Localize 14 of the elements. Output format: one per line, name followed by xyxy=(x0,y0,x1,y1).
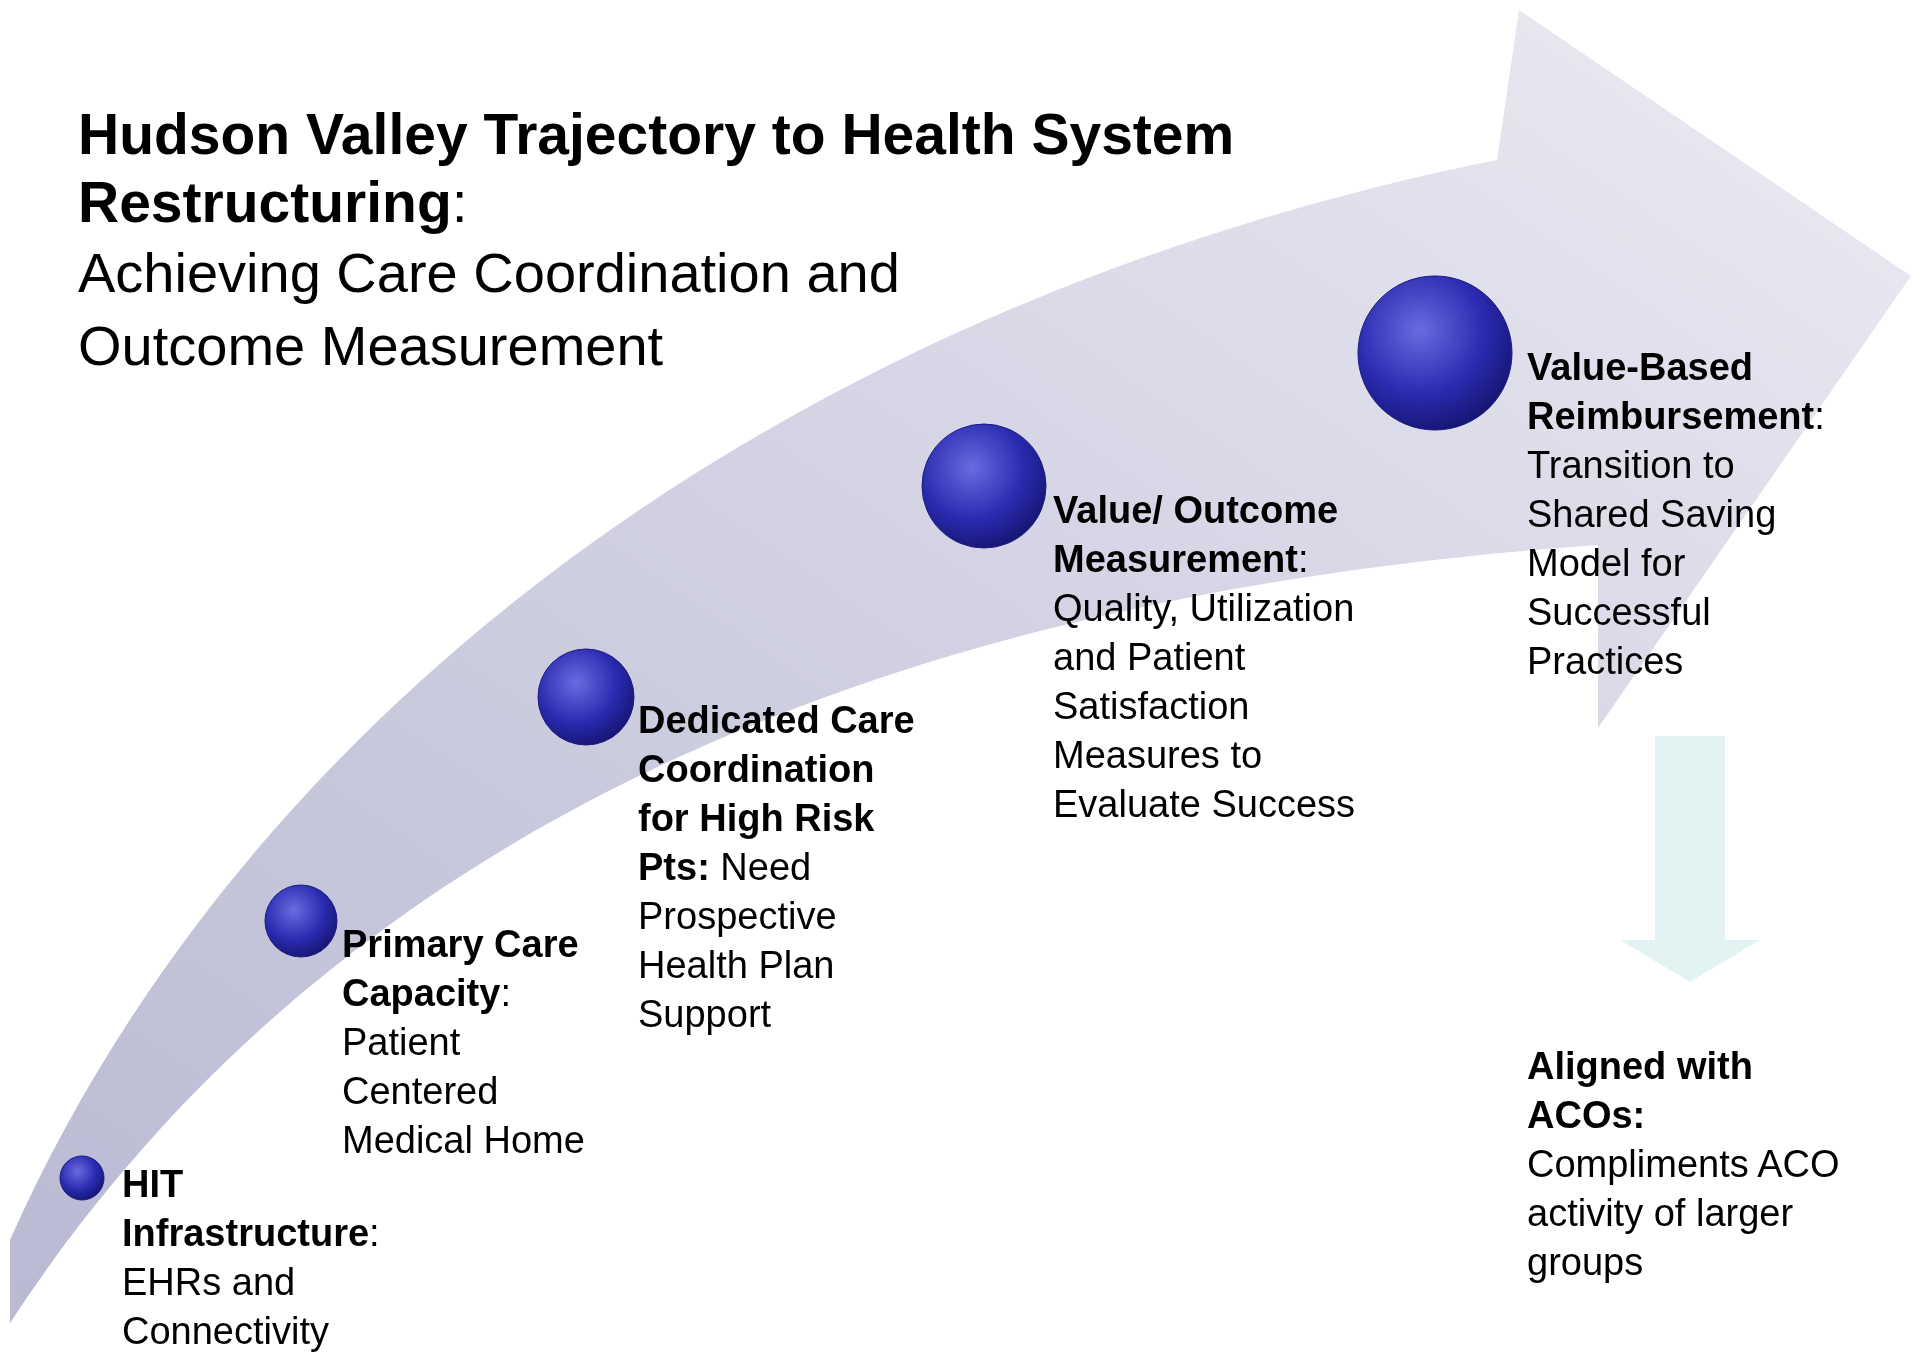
subtitle: Achieving Care Coordination and Outcome Measurement xyxy=(78,240,901,379)
step-text: Dedicated Care Coordination for High Risk Pts: Need Prospective Health Plan Support xyxy=(638,698,916,1037)
step-description: Quality, Utilization and Patient Satisfaction Measures to Evaluate Success xyxy=(1053,586,1357,827)
step-description: Compliments ACO activity of larger groups xyxy=(1527,1142,1841,1285)
step-text: Value/ Outcome Measurement: xyxy=(1053,488,1340,582)
step-text: Primary Care Capacity: xyxy=(342,922,580,1016)
step-description: EHRs and Connectivity xyxy=(122,1260,330,1354)
down-arrow xyxy=(1620,736,1760,982)
step-text: Aligned with ACOs: xyxy=(1527,1044,1754,1138)
step-text: Value-Based Reimbursement: xyxy=(1527,345,1826,439)
title: Hudson Valley Trajectory to Health System Restructuring: xyxy=(78,101,1236,236)
step-description: Transition to Shared Saving Model for Successful Practices xyxy=(1527,443,1778,684)
step-text: HIT Infrastructure: xyxy=(122,1162,381,1256)
step-description: Patient Centered Medical Home xyxy=(342,1020,586,1163)
